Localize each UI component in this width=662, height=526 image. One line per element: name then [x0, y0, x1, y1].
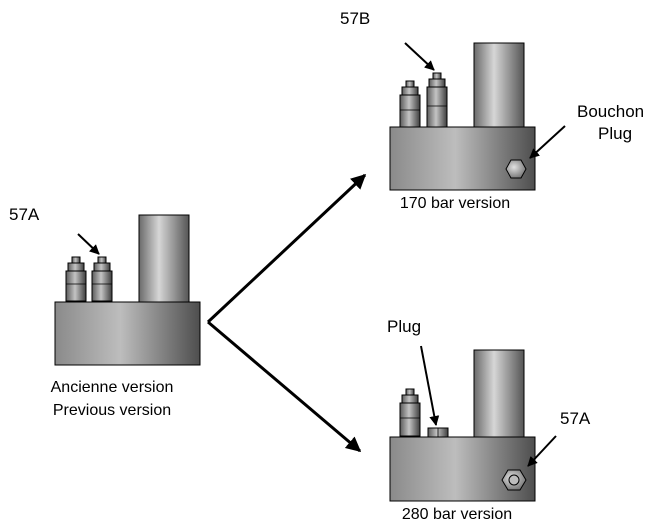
previous-caption-line1: Ancienne version [51, 379, 174, 396]
v280-block [389, 436, 536, 502]
v170-fitting-right [426, 72, 448, 128]
v280-plug-label: Plug [387, 317, 421, 336]
v170-plug-hex [505, 159, 527, 179]
v280-callout-label: 57A [560, 409, 591, 428]
branch-arrow-to-280 [207, 320, 362, 453]
v170-plug-label-fr: Bouchon [577, 102, 644, 121]
v170-cylinder [473, 42, 525, 130]
previous-block [54, 301, 201, 366]
previous-callout-label: 57A [9, 205, 40, 224]
previous-caption-line2: Previous version [53, 402, 171, 419]
previous-cylinder [138, 214, 190, 304]
v280-valve [389, 349, 536, 502]
v170-block [389, 126, 536, 191]
v170-plug-arrow [529, 125, 566, 159]
previous-fitting-left [65, 256, 87, 302]
previous-callout-arrow [77, 233, 100, 255]
v280-callout-arrow [527, 435, 557, 467]
branch-arrow-to-170 [206, 173, 367, 324]
previous-fitting-right [91, 256, 113, 302]
v280-plug-arrow [420, 345, 440, 426]
v280-caption: 280 bar version [402, 506, 512, 523]
previous-version-valve [54, 214, 201, 366]
v170-fitting-left [399, 80, 421, 128]
v170-plug-label-en: Plug [598, 124, 632, 143]
v170-valve [389, 42, 536, 191]
v170-callout-label: 57B [340, 9, 370, 28]
v170-callout-arrow [404, 42, 435, 71]
v280-cylinder [473, 349, 525, 439]
v170-caption: 170 bar version [400, 195, 510, 212]
v280-fitting [399, 388, 421, 437]
